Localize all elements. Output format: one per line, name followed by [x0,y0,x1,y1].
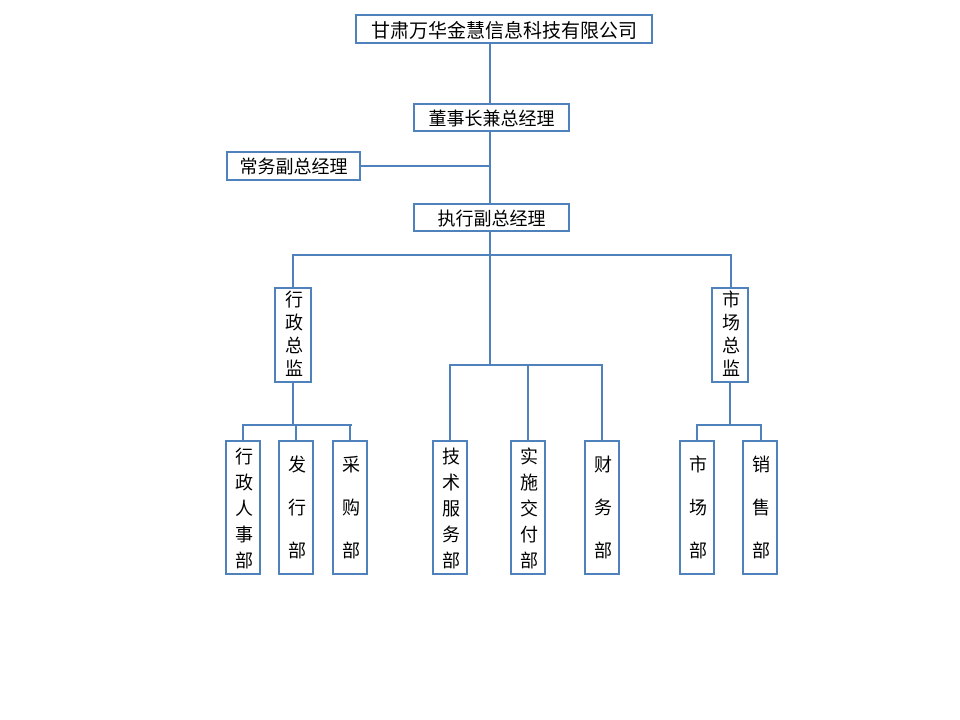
org-node-admin-director: 行政总监 [274,287,312,383]
org-node-dept-tech-service: 技术服务部 [432,440,468,575]
org-node-dept-distribution: 发行部 [278,440,314,575]
connector-to-implementation [527,366,529,440]
connector-to-sales [760,426,762,440]
org-node-chairman-gm: 董事长兼总经理 [413,103,570,132]
connector-to-marketing [696,426,698,440]
connector-chairman-to-exec [489,132,491,204]
connector-to-tech-service [449,366,451,440]
connector-to-admin-hr [242,426,244,440]
connector-to-distribution [295,426,297,440]
org-node-dept-admin-hr: 行政人事部 [225,440,261,575]
connector-root-to-chairman [489,44,491,104]
connector-admin-bar [242,424,352,426]
org-node-standing-deputy-gm: 常务副总经理 [226,151,361,181]
org-node-company: 甘肃万华金慧信息科技有限公司 [355,14,653,44]
org-node-market-director: 市场总监 [711,287,749,383]
connector-to-admin-director [292,256,294,287]
connector-to-finance [601,366,603,440]
connector-standing-deputy [361,165,489,167]
connector-market-director-down [729,383,731,425]
connector-center-down [489,256,491,366]
org-node-dept-purchasing: 采购部 [332,440,368,575]
connector-to-market-director [730,256,732,287]
connector-to-purchasing [349,426,351,440]
connector-middle-bar [449,364,603,366]
org-node-dept-marketing: 市场部 [679,440,715,575]
connector-market-bar [696,424,762,426]
org-node-dept-sales: 销售部 [742,440,778,575]
connector-level3-bar [292,254,732,256]
connector-admin-director-down [292,383,294,425]
org-node-executive-deputy-gm: 执行副总经理 [413,203,570,232]
connector-exec-down [489,232,491,256]
org-node-dept-implementation-delivery: 实施交付部 [510,440,546,575]
org-node-dept-finance: 财务部 [584,440,620,575]
